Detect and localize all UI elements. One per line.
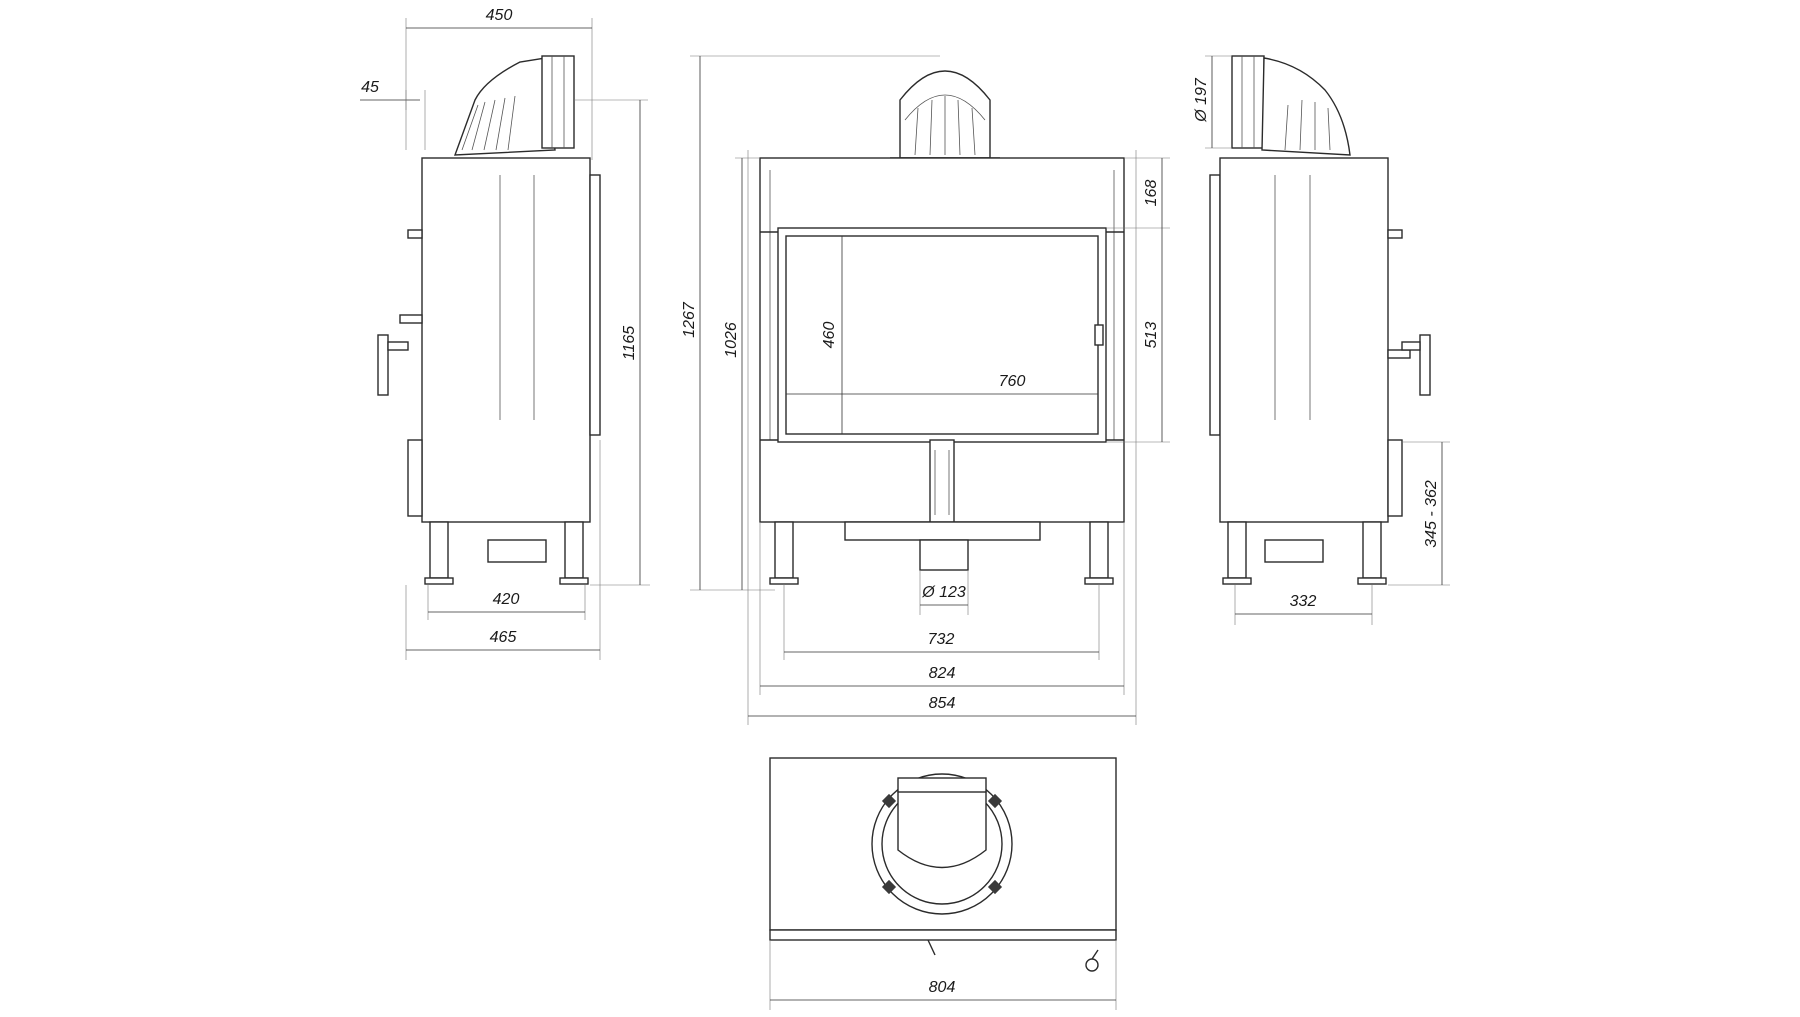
side-view-left: 450 45 1165 (360, 7, 650, 660)
dim-label-824: 824 (929, 665, 956, 682)
dim-label-460: 460 (821, 322, 838, 349)
flue-ring (871, 773, 1013, 915)
side-view-right: Ø 197 345 - 362 332 (1193, 55, 1450, 625)
door-handle-right (1419, 334, 1431, 396)
dim-label-465: 465 (490, 629, 517, 646)
front-view: 460 760 1267 1026 168 513 Ø 123 732 824 (681, 55, 1170, 725)
dim-label-332: 332 (1290, 593, 1317, 610)
dim-label-345-362: 345 - 362 (1423, 480, 1440, 548)
flue-outlet-right (1231, 55, 1351, 156)
air-inlet (919, 539, 969, 571)
dim-label-420: 420 (493, 591, 520, 608)
dim-label-168: 168 (1143, 180, 1160, 207)
door-handle-left (377, 334, 389, 396)
door-frame (777, 227, 1107, 443)
top-view: 804 (769, 757, 1117, 1010)
flue-dome (890, 70, 1000, 159)
dim-label-450: 450 (486, 7, 513, 24)
dim-label-1026: 1026 (723, 322, 740, 358)
dim-label-45: 45 (361, 79, 379, 96)
dim-label-diameter-123: Ø 123 (921, 584, 966, 601)
flue-outlet (453, 55, 575, 156)
dim-label-854: 854 (929, 695, 956, 712)
dim-label-732: 732 (928, 631, 955, 648)
stove-body-side (421, 157, 591, 523)
dim-label-760: 760 (999, 373, 1026, 390)
dim-label-diameter-197: Ø 197 (1193, 77, 1210, 123)
dim-label-513: 513 (1143, 322, 1160, 349)
dim-label-804: 804 (929, 979, 956, 996)
dim-label-1267: 1267 (681, 301, 698, 338)
stove-body-side-right (1219, 157, 1389, 523)
dim-label-1165: 1165 (621, 326, 638, 361)
